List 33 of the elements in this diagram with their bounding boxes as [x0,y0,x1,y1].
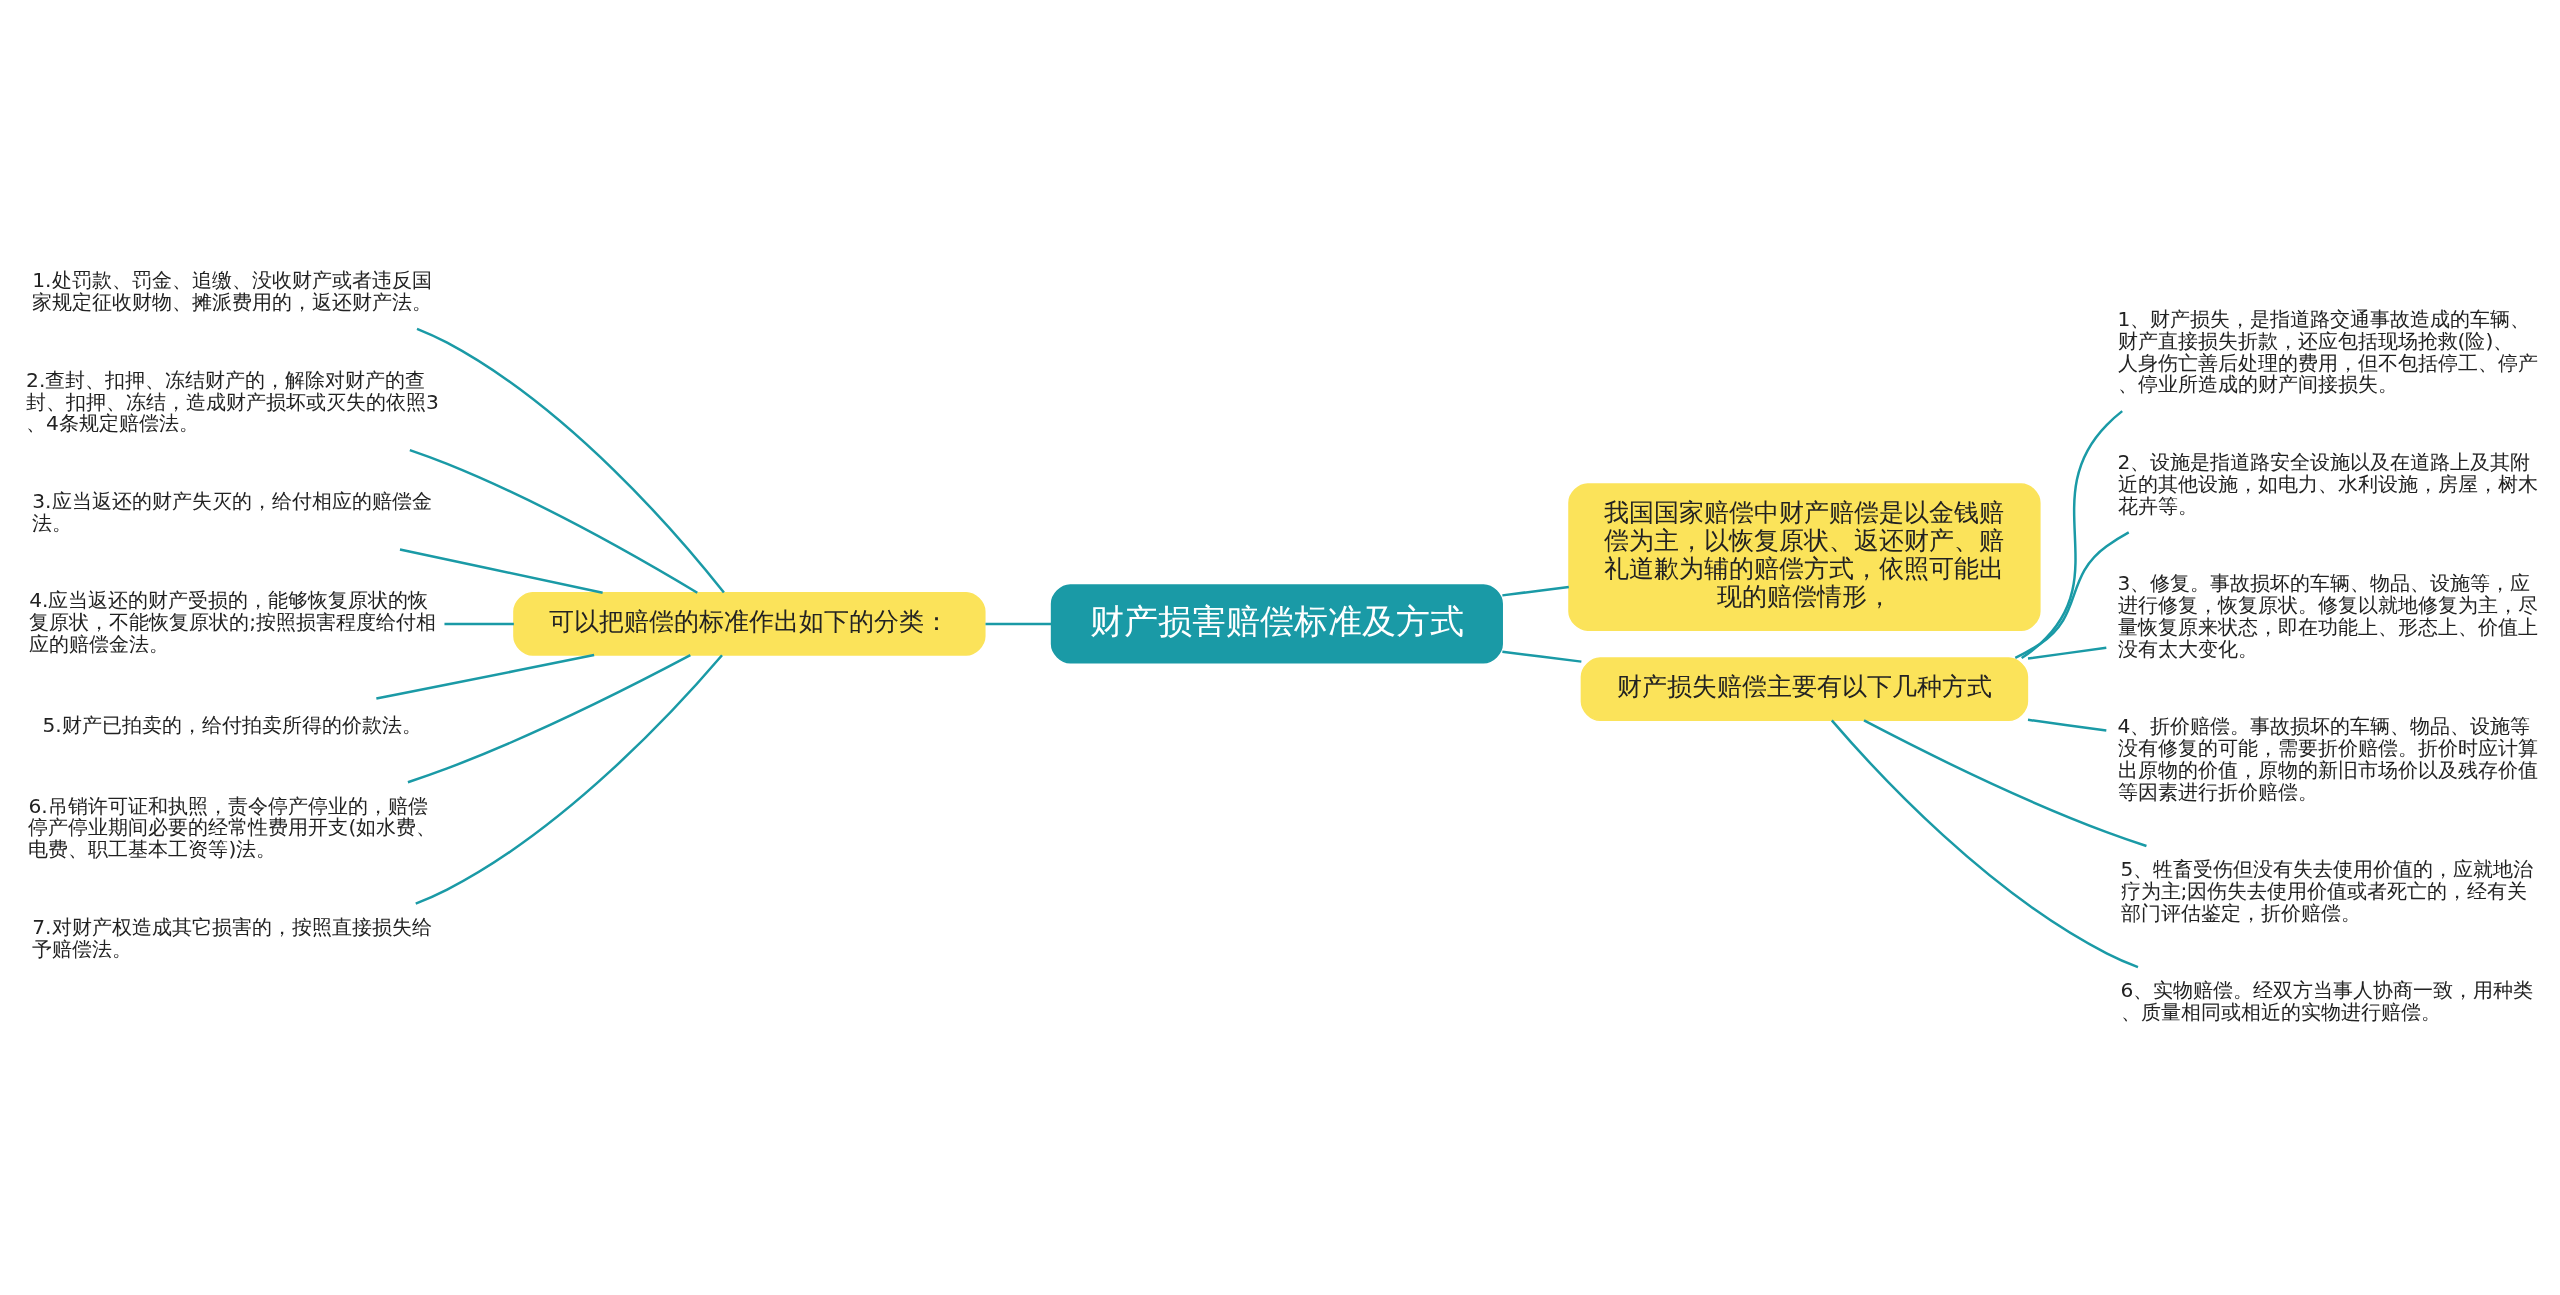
node-text: 5、牲畜受伤但没有失去使用价值的，应就地治疗为主;因伤失去使用价值或者死亡的，经有关部门评估鉴定，折价赔偿。 [2120,856,2534,925]
connector [2027,646,2107,660]
node-text: 7.对财产权造成其它损害的，按照直接损失给予赔偿法。 [32,914,432,960]
node-text: 2、设施是指道路安全设施以及在道路上及其附近的其他设施，如电力、水利设施，房屋，树木花卉等。 [2117,449,2538,518]
node-text: 3.应当返还的财产失灭的，给付相应的赔偿金法。 [32,488,432,535]
node-box: 财产损害赔偿标准及方式 [1050,583,1503,664]
connector [2014,530,2130,659]
node-box: 我国国家赔偿中财产赔偿是以金钱赔偿为主，以恢复原状、返还财产、赔礼道歉为辅的赔偿方式，依照可能出现的赔偿情形， [1568,482,2041,631]
connector [1863,718,2147,847]
node-text: 3、修复。事故损坏的车辆、物品、设施等，应进行修复，恢复原状。修复以就地修复为主，尽量恢复原来状态，即在功能上、形态上、价值上没有太大变化。 [2117,570,2538,661]
connector [416,327,725,593]
connector [985,622,1052,625]
connector [409,448,698,594]
connector [2020,409,2123,659]
connector [1502,650,1582,663]
node-text: 2.查封、扣押、冻结财产的，解除对财产的查封、扣押、冻结，造成财产损坏或灭失的依照3、4条规定赔偿法。 [26,367,439,435]
node-text: 6.吊销许可证和执照，责令停产停业的，赔偿停产停业期间必要的经常性费用开支(如水费、电费、职工基本工资等)法。 [28,793,437,861]
connector [1502,585,1569,597]
node-text: 4.应当返还的财产受损的，能够恢复原状的恢复原状，不能恢复原状的;按照损害程度给付相应的赔偿金法。 [29,587,436,656]
connector [407,653,691,783]
node-text: 1、财产损失，是指道路交通事故造成的车辆、财产直接损失折款，还应包括现场抢救(险)、人身伤亡善后处理的费用，但不包括停工、停产、停业所造成的财产间接损失。 [2117,306,2538,396]
connector [399,547,603,594]
connector [2027,718,2107,732]
connector [376,653,595,700]
connector [1830,719,2139,968]
connector [415,653,723,905]
node-text: 1.处罚款、罚金、追缴、没收财产或者违反国家规定征收财物、摊派费用的，返还财产法。 [32,267,433,314]
node-box: 可以把赔偿的标准作出如下的分类： [513,591,986,656]
connector [444,622,514,625]
node-box: 财产损失赔偿主要有以下几种方式 [1580,656,2029,721]
node-text: 4、折价赔偿。事故损坏的车辆、物品、设施等没有修复的可能，需要折价赔偿。折价时应计算出原物的价值，原物的新旧市场价以及残存价值等因素进行折价赔偿。 [2117,713,2538,804]
node-text: 6、实物赔偿。经双方当事人协商一致，用种类、质量相同或相近的实物进行赔偿。 [2120,977,2534,1024]
node-text: 5.财产已拍卖的，给付拍卖所得的价款法。 [42,712,422,737]
